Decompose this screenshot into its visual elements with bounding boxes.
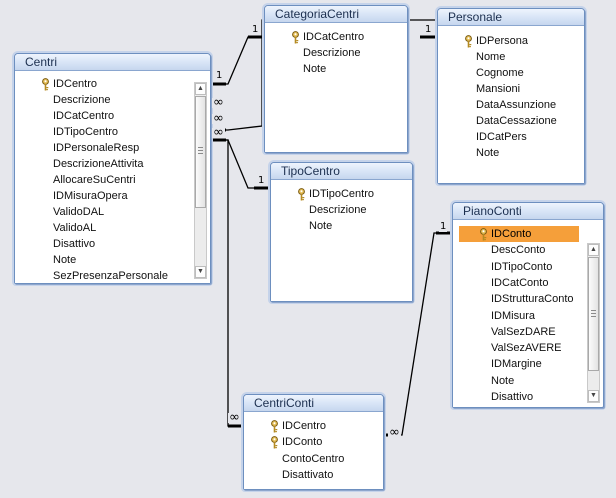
cardinality-one-centri: 1 xyxy=(215,70,224,81)
field-note[interactable]: Note xyxy=(303,63,327,75)
field-contocentro[interactable]: ContoCentro xyxy=(282,452,345,465)
field-note[interactable]: Note xyxy=(309,220,333,232)
field-dataassunzione[interactable]: DataAssunzione xyxy=(476,99,557,111)
field-idcentro[interactable]: IDCentro xyxy=(19,76,97,92)
primary-key-icon xyxy=(270,436,279,449)
field-disattivo[interactable]: Disattivo xyxy=(53,238,96,250)
field-descrizione[interactable]: Descrizione xyxy=(309,204,367,216)
join-line-centro xyxy=(212,139,241,427)
primary-key-icon xyxy=(41,78,50,91)
field-sezpresenzapersonale[interactable]: SezPresenzaPersonale xyxy=(53,270,168,282)
primary-key-icon xyxy=(464,35,473,48)
field-idtipocentro[interactable]: IDTipoCentro xyxy=(275,186,374,202)
table-title[interactable]: CategoriaCentri xyxy=(265,6,407,23)
field-idmisuraopera[interactable]: IDMisuraOpera xyxy=(53,190,128,202)
field-note[interactable]: Note xyxy=(491,374,515,387)
field-idcentro[interactable]: IDCentro xyxy=(248,418,326,434)
field-descconto[interactable]: DescConto xyxy=(491,244,546,257)
field-datacessazione[interactable]: DataCessazione xyxy=(476,115,557,127)
field-disattivo[interactable]: Disattivo xyxy=(491,391,534,403)
scroll-up-arrow-icon[interactable]: ▲ xyxy=(588,244,599,256)
primary-key-icon xyxy=(297,188,306,201)
field-nome[interactable]: Nome xyxy=(476,51,506,63)
cardinality-many-centri-1: ∞ xyxy=(212,95,225,110)
field-idcatconto[interactable]: IDCatConto xyxy=(491,276,549,289)
cardinality-many-centriconti-1: ∞ xyxy=(228,410,241,425)
field-valsezdare[interactable]: ValSezDARE xyxy=(491,325,556,338)
field-idconto[interactable]: IDConto xyxy=(459,226,579,242)
field-idcatcentro[interactable]: IDCatCentro xyxy=(269,29,364,45)
field-idmargine[interactable]: IDMargine xyxy=(491,358,542,371)
field-cognome[interactable]: Cognome xyxy=(476,67,524,79)
vertical-scrollbar[interactable]: ▲ ▼ xyxy=(587,243,600,403)
field-idtipoconto[interactable]: IDTipoConto xyxy=(491,260,553,273)
cardinality-one-tipocentro: 1 xyxy=(257,175,266,186)
vertical-scrollbar[interactable]: ▲ ▼ xyxy=(194,82,207,279)
field-validoal[interactable]: ValidoAL xyxy=(53,222,97,234)
cardinality-one-categoria: 1 xyxy=(251,24,260,35)
scroll-thumb[interactable] xyxy=(588,257,599,371)
primary-key-icon xyxy=(479,228,488,241)
primary-key-icon xyxy=(270,420,279,433)
primary-key-icon xyxy=(291,31,300,44)
field-idpersona[interactable]: IDPersona xyxy=(442,33,528,49)
field-disattivato[interactable]: Disattivato xyxy=(282,468,334,481)
field-mansioni[interactable]: Mansioni xyxy=(476,83,521,95)
field-validodal[interactable]: ValidoDAL xyxy=(53,206,105,218)
field-descrizione[interactable]: Descrizione xyxy=(53,94,111,106)
table-title[interactable]: TipoCentro xyxy=(271,163,412,180)
field-idconto[interactable]: IDConto xyxy=(248,434,322,450)
cardinality-many-centriconti-2: ∞ xyxy=(388,425,401,440)
table-title[interactable]: Personale xyxy=(438,9,584,26)
field-idstrutturaconto[interactable]: IDStrutturaConto xyxy=(491,293,574,306)
field-note[interactable]: Note xyxy=(53,254,77,266)
scroll-up-arrow-icon[interactable]: ▲ xyxy=(195,83,206,95)
field-idpersonaleresp[interactable]: IDPersonaleResp xyxy=(53,142,140,154)
table-title[interactable]: PianoConti xyxy=(453,203,603,220)
cardinality-many-centri-3: ∞ xyxy=(212,125,225,140)
field-idtipocentro[interactable]: IDTipoCentro xyxy=(53,126,119,138)
field-idmisura[interactable]: IDMisura xyxy=(491,309,536,322)
scroll-down-arrow-icon[interactable]: ▼ xyxy=(195,266,206,278)
table-title[interactable]: CentriConti xyxy=(244,395,383,412)
cardinality-one-pianoconti: 1 xyxy=(439,221,448,232)
field-descrizione[interactable]: Descrizione xyxy=(303,47,361,59)
scroll-down-arrow-icon[interactable]: ▼ xyxy=(588,390,599,402)
field-allocaresucentri[interactable]: AllocareSuCentri xyxy=(53,174,136,186)
field-descrizioneattivita[interactable]: DescrizioneAttivita xyxy=(53,158,144,170)
field-idcatpers[interactable]: IDCatPers xyxy=(476,131,527,143)
scroll-thumb[interactable] xyxy=(195,96,206,208)
field-idcatcentro[interactable]: IDCatCentro xyxy=(53,110,115,122)
cardinality-many-centri-2: ∞ xyxy=(212,111,225,126)
table-title[interactable]: Centri xyxy=(15,54,210,71)
field-valsezavere[interactable]: ValSezAVERE xyxy=(491,342,562,355)
cardinality-one-personale: 1 xyxy=(424,24,433,35)
field-note[interactable]: Note xyxy=(476,147,500,159)
